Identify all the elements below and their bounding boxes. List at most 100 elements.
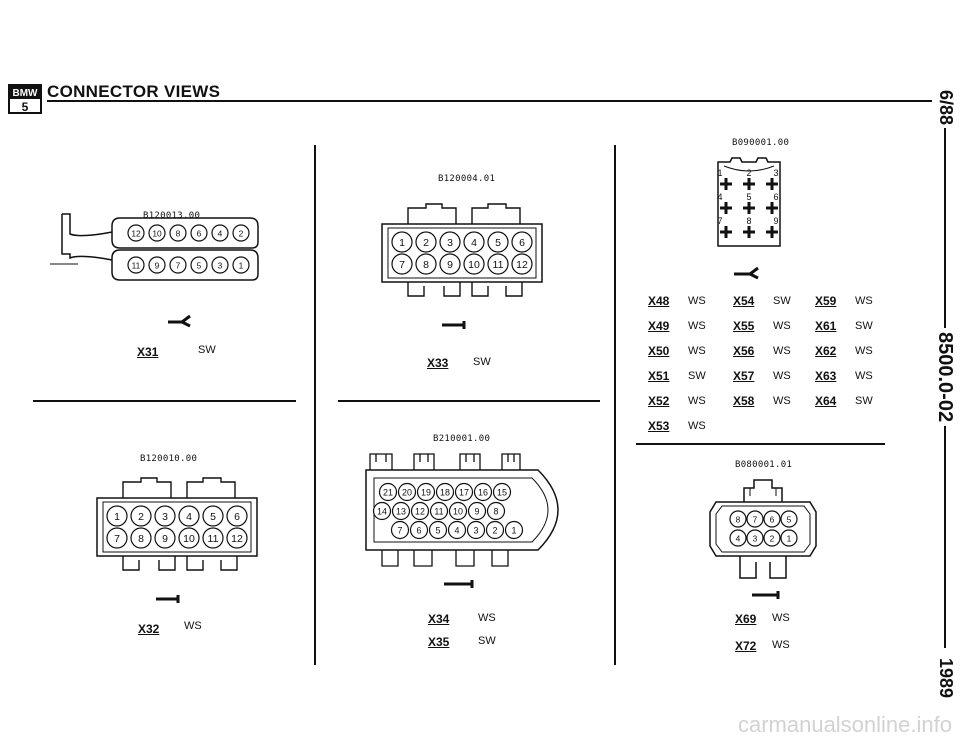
x34-pin-13: 13 [391,501,411,521]
x32-pin-5-label: 5 [210,511,216,523]
x33-pin-1: 1 [391,231,413,253]
grid-connector-name: X50 [648,344,670,358]
x31-pin-7: 7 [169,256,187,274]
x34-pin-12-label: 12 [415,507,425,517]
x31-pin-6-circle [190,224,208,242]
x34-pin-18: 18 [435,482,455,502]
x33-pin-7: 7 [391,253,413,275]
x31-pin-1: 1 [232,256,250,274]
b080-pin-2-label: 2 [770,533,775,543]
x31-pin-1-circle [232,256,250,274]
x34-pin-5: 5 [428,520,448,540]
connector-x35-color: SW [478,635,496,647]
watermark: carmanualsonline.info [737,712,952,737]
x32-body [96,477,258,571]
grid-connector-color: SW [855,320,873,332]
x34-pin-16-circle [473,482,493,502]
grid-connector-name: X55 [733,319,755,333]
grid-connector-color: WS [855,370,873,382]
grid-connector-name: X59 [815,294,837,308]
x31-pin-2: 2 [232,224,250,242]
x31-pin-3-label: 3 [218,260,223,270]
x34-pin-8: 8 [486,501,506,521]
b080-pin-3: 3 [746,529,764,547]
x31-pin-9-circle [148,256,166,274]
b090-pin-8-label: 8 [746,216,751,226]
x34-pin-6: 6 [409,520,429,540]
grid-connector-name: X56 [733,344,755,358]
x34-pin-1-label: 1 [512,526,517,536]
x34-pin-4-circle [447,520,467,540]
x34-pin-7-circle [390,520,410,540]
b090-pin-9-label: 9 [773,216,778,226]
grid-connector-name: X62 [815,344,837,358]
x31-pin-4-circle [211,224,229,242]
x34-pin-4: 4 [447,520,467,540]
x31-pin-12-label: 12 [131,228,141,238]
x33-pin-3: 3 [439,231,461,253]
x33-pin-5-label: 5 [495,237,501,249]
x34-pin-15-circle [492,482,512,502]
grid-connector-name: X52 [648,394,670,408]
x33-pin-2: 2 [415,231,437,253]
b080-pin-3-label: 3 [753,533,758,543]
x33-pin-12-label: 12 [516,259,528,271]
x34-pin-14-label: 14 [377,507,387,517]
grid-connector-color: SW [773,295,791,307]
x34-pin-1: 1 [504,520,524,540]
b080-pin-1-circle [780,529,798,547]
connector-x31-symbol [168,314,191,328]
side-band: 6/88 8500.0-02 1989 [931,88,958,708]
x33-pin-8-circle [415,253,437,275]
x32-pin-2: 2 [130,505,152,527]
x34-pin-21-circle [378,482,398,502]
connector-x33-color: SW [473,356,491,368]
grid-connector-color: WS [773,370,791,382]
x34-pin-12: 12 [410,501,430,521]
connector-b080-symbol [752,591,780,599]
x33-pin-6: 6 [511,231,533,253]
x32-pin-3-circle [154,505,176,527]
x33-pin-1-label: 1 [399,237,405,249]
x34-pin-3: 3 [466,520,486,540]
x33-pin-12-circle [511,253,533,275]
connector-x31-color: SW [198,344,216,356]
connector-x32-name: X32 [138,622,160,636]
x34-pin-7-label: 7 [398,526,403,536]
x32-pin-3: 3 [154,505,176,527]
x31-pin-5-circle [190,256,208,274]
connector-b090-symbol [734,266,759,280]
x32-pin-6-circle [226,505,248,527]
grid-connector-name: X51 [648,369,670,383]
x34-pin-17-circle [454,482,474,502]
x33-pin-11-label: 11 [493,259,504,271]
b080-pin-7: 7 [746,510,764,528]
x31-pin-3-circle [211,256,229,274]
x34-pin-2-circle [485,520,505,540]
x34-pin-20: 20 [397,482,417,502]
x34-pin-6-circle [409,520,429,540]
x34-pin-10-label: 10 [453,507,463,517]
logo-top-text: BMW [13,88,39,99]
b090-pin-4: 4 [717,192,732,214]
x32-pin-8-label: 8 [138,533,144,545]
b080-pin-1: 1 [780,529,798,547]
x33-pin-4-circle [463,231,485,253]
connector-x34-symbol [444,580,474,588]
connector-x34-code: B210001.00 [433,434,491,444]
x34-pin-11: 11 [429,501,449,521]
grid-connector-name: X48 [648,294,670,308]
connector-x69-color: WS [772,612,790,624]
x34-pin-3-label: 3 [474,526,479,536]
x34-pin-4-label: 4 [455,526,460,536]
x31-pin-11: 11 [127,256,145,274]
x32-pin-12-label: 12 [231,533,243,545]
b080-pin-2-circle [763,529,781,547]
x33-pin-6-label: 6 [519,237,525,249]
connector-x34-color: WS [478,612,496,624]
x33-pin-10-label: 10 [468,259,480,271]
x32-pin-2-label: 2 [138,511,144,523]
